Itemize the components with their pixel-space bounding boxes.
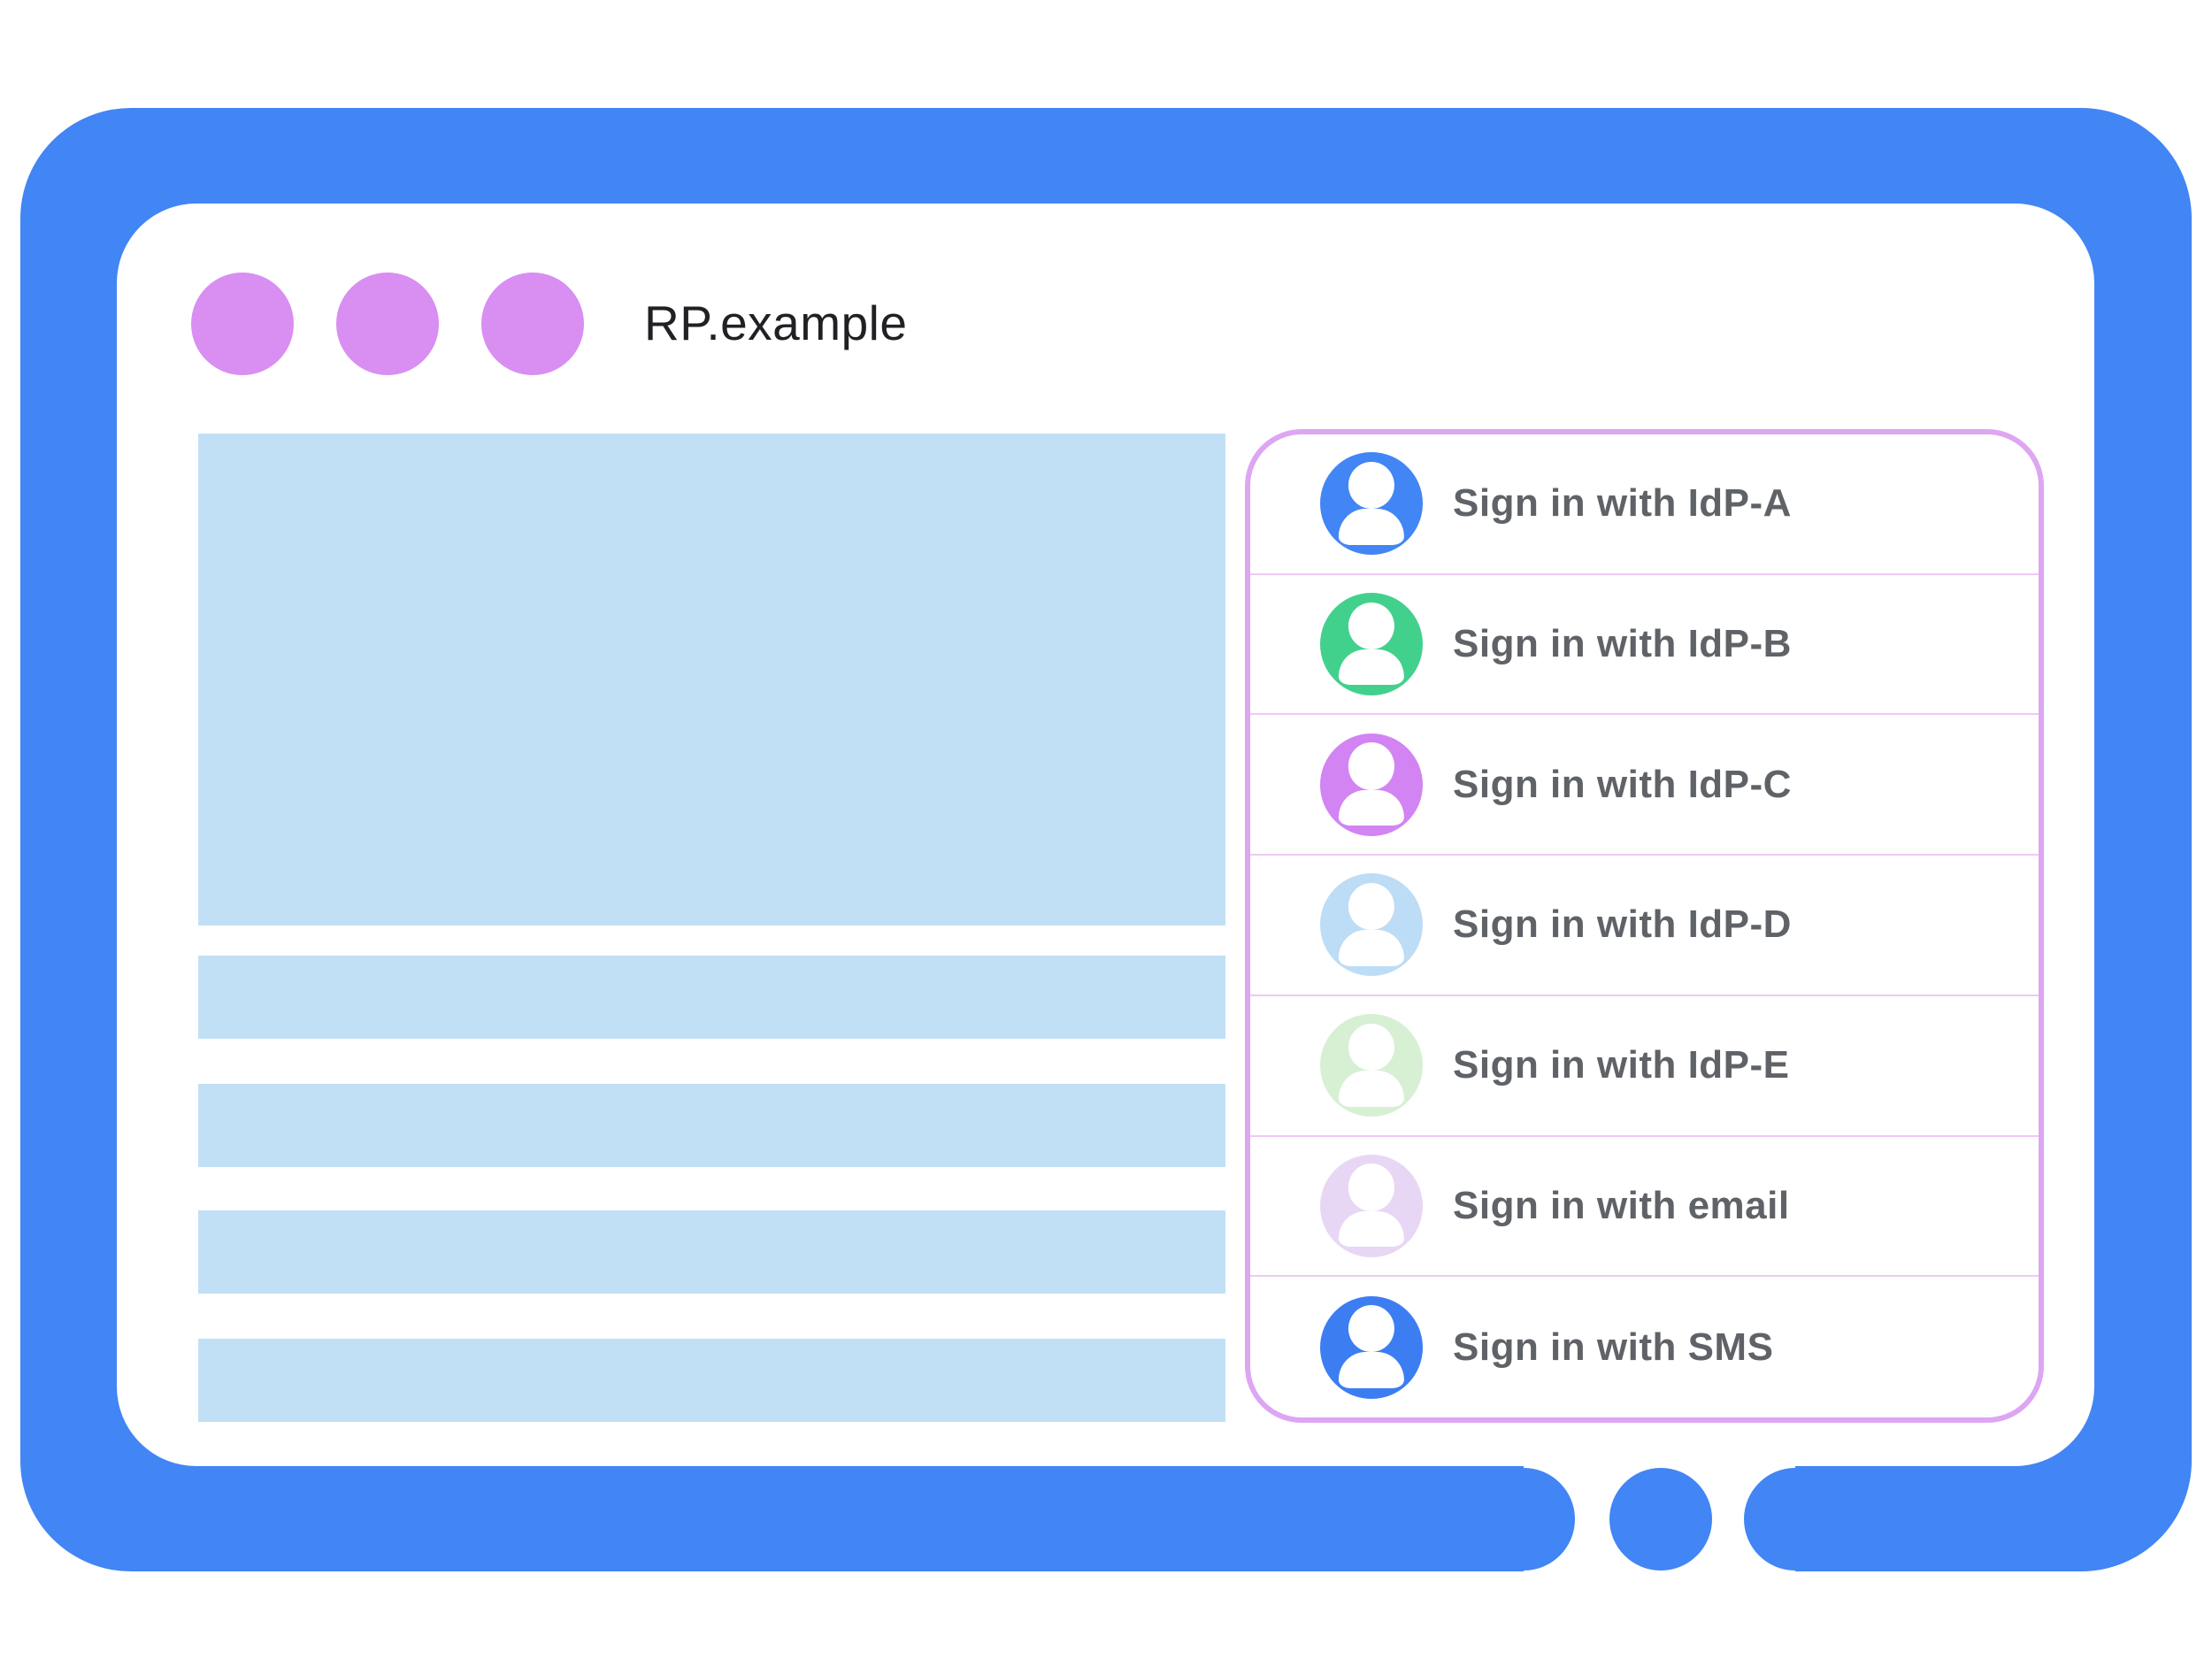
window-dot-icon xyxy=(191,273,294,375)
avatar-shoulders xyxy=(1338,1352,1405,1389)
avatar-head xyxy=(1348,602,1395,649)
signin-option-idp-e[interactable]: Sign in with IdP-E xyxy=(1250,996,2039,1137)
signin-option-label: Sign in with IdP-D xyxy=(1453,902,1792,947)
signin-option-label: Sign in with IdP-C xyxy=(1453,762,1792,806)
avatar-shoulders xyxy=(1338,1071,1405,1107)
signin-option-idp-c[interactable]: Sign in with IdP-C xyxy=(1250,715,2039,856)
avatar-shoulders xyxy=(1338,509,1405,545)
signin-option-label: Sign in with SMS xyxy=(1453,1325,1774,1369)
avatar-head xyxy=(1348,1164,1395,1211)
signin-option-label: Sign in with IdP-E xyxy=(1453,1043,1790,1087)
content-placeholder-bar xyxy=(198,1339,1225,1422)
window-dot-icon xyxy=(336,273,439,375)
signin-option-idp-d[interactable]: Sign in with IdP-D xyxy=(1250,856,2039,996)
user-avatar-icon xyxy=(1320,593,1423,696)
user-avatar-icon xyxy=(1320,733,1423,836)
signin-option-label: Sign in with email xyxy=(1453,1183,1790,1227)
avatar-shoulders xyxy=(1338,649,1405,686)
content-placeholder-bar xyxy=(198,956,1225,1039)
user-avatar-icon xyxy=(1320,1154,1423,1257)
avatar-head xyxy=(1348,1023,1395,1071)
signin-option-sms[interactable]: Sign in with SMS xyxy=(1250,1277,2039,1417)
signin-option-idp-a[interactable]: Sign in with IdP-A xyxy=(1250,434,2039,575)
signin-option-idp-b[interactable]: Sign in with IdP-B xyxy=(1250,575,2039,716)
content-placeholder-bar xyxy=(198,1210,1225,1294)
avatar-head xyxy=(1348,742,1395,790)
avatar-head xyxy=(1348,1305,1395,1353)
user-avatar-icon xyxy=(1320,1295,1423,1399)
content-placeholder-bar xyxy=(198,1084,1225,1167)
avatar-shoulders xyxy=(1338,1210,1405,1248)
avatar-shoulders xyxy=(1338,789,1405,826)
avatar-head xyxy=(1348,461,1395,510)
window-dot-icon xyxy=(481,273,584,375)
content-placeholder-hero xyxy=(198,434,1225,926)
page-title: RP.example xyxy=(644,296,908,350)
bezel-cap-right xyxy=(1744,1468,1847,1571)
user-avatar-icon xyxy=(1320,452,1423,556)
user-avatar-icon xyxy=(1320,873,1423,977)
signin-option-email[interactable]: Sign in with email xyxy=(1250,1137,2039,1278)
avatar-shoulders xyxy=(1338,930,1405,966)
signin-option-label: Sign in with IdP-B xyxy=(1453,622,1792,666)
signin-option-label: Sign in with IdP-A xyxy=(1453,481,1792,526)
user-avatar-icon xyxy=(1320,1014,1423,1118)
home-button[interactable] xyxy=(1609,1468,1712,1571)
bezel-cap-left xyxy=(1472,1468,1575,1571)
signin-panel: Sign in with IdP-A Sign in with IdP-B Si… xyxy=(1245,429,2044,1423)
avatar-head xyxy=(1348,882,1395,931)
